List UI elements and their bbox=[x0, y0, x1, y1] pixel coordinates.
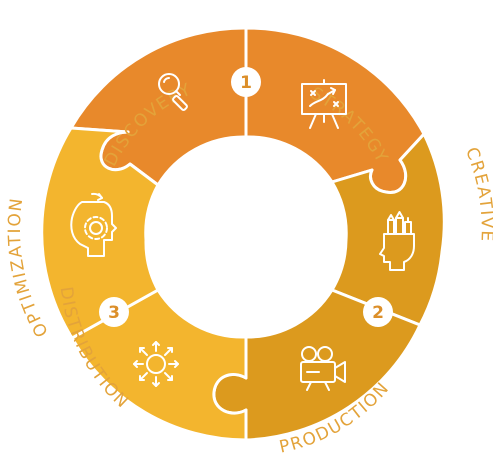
number-2: 2 bbox=[372, 303, 384, 323]
optimization-gear-head-icon bbox=[70, 192, 117, 257]
number-badge-3: 3 bbox=[99, 297, 129, 327]
video-camera-icon bbox=[300, 346, 346, 391]
number-badge-1: 1 bbox=[231, 67, 261, 97]
number-badge-2: 2 bbox=[363, 297, 393, 327]
center-hole bbox=[148, 142, 344, 338]
label-creative: CREATIVE bbox=[461, 145, 493, 243]
distribution-sun-icon bbox=[133, 341, 179, 387]
segment-distribution bbox=[70, 288, 248, 442]
number-3: 3 bbox=[108, 303, 120, 323]
number-1: 1 bbox=[240, 73, 252, 93]
strategy-board-icon bbox=[301, 79, 347, 129]
creative-head-icon bbox=[379, 211, 415, 271]
magnifier-icon bbox=[158, 73, 188, 111]
